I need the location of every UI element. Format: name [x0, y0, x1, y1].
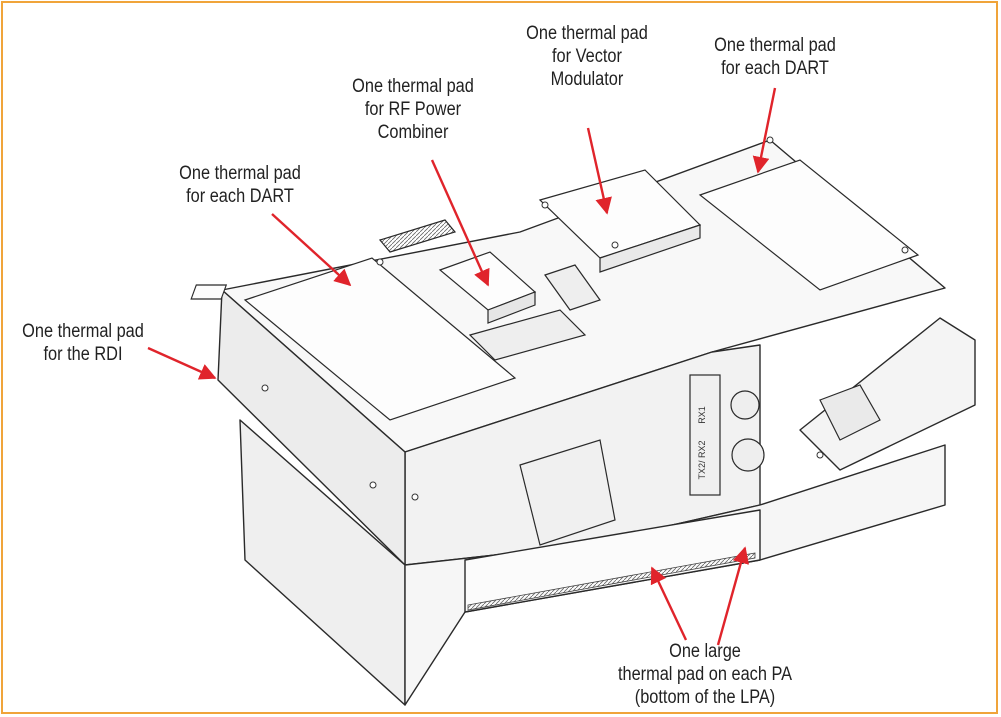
- arrow-pa-2: [716, 546, 750, 646]
- callout-pa: One large thermal pad on each PA (bottom…: [617, 641, 793, 708]
- deck-cutout-2: [468, 309, 587, 361]
- components: [190, 159, 920, 546]
- callout-rdi: One thermal pad for the RDI: [22, 321, 144, 365]
- tx-connector: [731, 438, 765, 472]
- arrow-dart-left: [271, 213, 352, 287]
- rx-mark: RX1: [697, 406, 707, 424]
- callout-vector-modulator: One thermal pad for Vector Modulator: [526, 23, 648, 90]
- arrow-dart-right: [752, 87, 777, 174]
- arrow-pa-1: [650, 566, 688, 641]
- callout-rf-combiner: One thermal pad for RF Power Combiner: [352, 76, 474, 143]
- callout-dart-left: One thermal pad for each DART: [179, 163, 301, 207]
- arrow-rf-combiner: [430, 159, 490, 287]
- front-switch-box: [519, 439, 616, 546]
- pa-bottom-plate: [464, 509, 761, 613]
- arrow-rdi: [147, 346, 217, 380]
- callout-dart-right: One thermal pad for each DART: [714, 35, 836, 79]
- rx-connector: [730, 390, 760, 420]
- tx-mark: TX2/ RX2: [697, 440, 707, 479]
- connector-header: [378, 219, 457, 253]
- screws: [261, 136, 909, 501]
- dart-left-tab: [190, 284, 228, 300]
- right-switch-box: [819, 384, 881, 441]
- dart-left-module: [243, 257, 517, 421]
- connector-panel: [689, 374, 721, 496]
- right-module: [799, 317, 976, 471]
- callout-arrows: [147, 87, 777, 646]
- deck-cutout-1: [544, 264, 601, 311]
- arrow-vector-modulator: [586, 127, 612, 215]
